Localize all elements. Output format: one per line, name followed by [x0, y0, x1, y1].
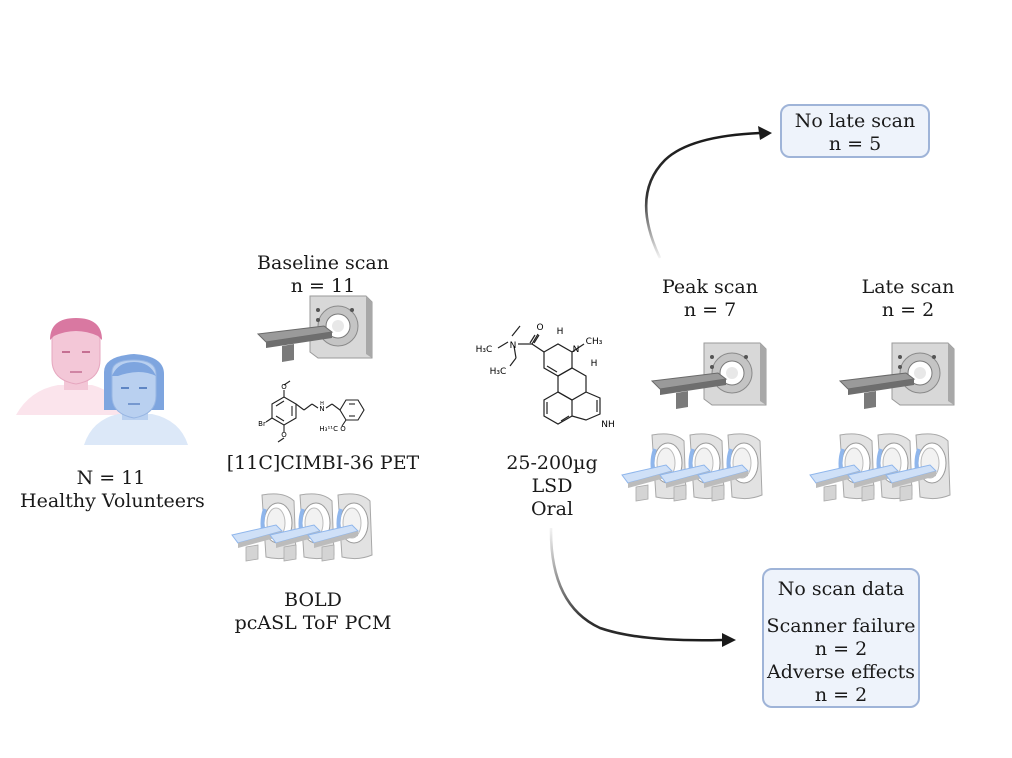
female-volunteer-icon [84, 354, 188, 445]
baseline-scan-heading: Baseline scan n = 11 [233, 252, 413, 298]
scanner-failure-label: Scanner failure [766, 615, 916, 637]
baseline-mri-line-2: pcASL ToF PCM [234, 612, 392, 634]
lsd-structure-icon: H₃C H₃C N O H N CH₃ H NH [476, 323, 615, 430]
tracer-o-top: O [281, 383, 287, 391]
baseline-mri-line-1: BOLD [284, 589, 342, 611]
lsd-h3c-bottom: H₃C [490, 367, 507, 377]
lsd-n-ring: N [573, 345, 580, 355]
drug-name: LSD [531, 475, 573, 497]
peak-mri-scanners-icon [622, 434, 762, 501]
cimbi-36-structure-icon: O O Br H N H₃¹¹C O [258, 380, 365, 443]
volunteers-description: Healthy Volunteers [20, 490, 205, 512]
male-volunteer-icon [16, 318, 124, 415]
tracer-br: Br [258, 420, 266, 428]
lsd-h3c-top: H₃C [476, 345, 493, 355]
arrow-to-no-late-scan [644, 126, 772, 259]
baseline-scan-n: n = 11 [290, 275, 356, 297]
late-pet-scanner-icon [839, 342, 955, 410]
tracer-o-bottom: O [281, 431, 287, 439]
no-late-scan-n: n = 5 [828, 133, 882, 155]
no-late-scan-title: No late scan [794, 110, 916, 132]
lsd-ch3: CH₃ [586, 337, 603, 347]
late-mri-scanners-icon [810, 434, 950, 501]
peak-scan-heading: Peak scan n = 7 [640, 276, 780, 322]
lsd-nh: NH [601, 420, 615, 430]
lsd-o: O [536, 323, 543, 333]
peak-pet-scanner-icon [651, 342, 767, 410]
late-scan-title: Late scan [861, 276, 955, 298]
peak-scan-n: n = 7 [683, 299, 737, 321]
baseline-pet-scanner-icon [257, 295, 373, 363]
tracer-c11: H₃¹¹C [319, 425, 338, 433]
tracer-nh-h: H [320, 401, 324, 407]
lsd-n-amide: N [510, 341, 517, 351]
drug-label: 25-200µg LSD Oral [492, 452, 612, 521]
lsd-h-mid: H [591, 359, 598, 369]
late-scan-heading: Late scan n = 2 [838, 276, 978, 322]
drug-dose: 25-200µg [506, 452, 598, 474]
tracer-n: N [319, 405, 324, 413]
baseline-mri-label: BOLD pcASL ToF PCM [213, 589, 413, 635]
baseline-scan-title: Baseline scan [257, 252, 389, 274]
peak-scan-title: Peak scan [661, 276, 758, 298]
adverse-effects-n: n = 2 [814, 684, 868, 706]
baseline-pet-label: [11C]CIMBI-36 PET [226, 452, 420, 474]
scanner-failure-n: n = 2 [814, 638, 868, 660]
adverse-effects-label: Adverse effects [767, 661, 915, 683]
late-scan-n: n = 2 [881, 299, 935, 321]
volunteers-label: N = 11 Healthy Volunteers [20, 467, 205, 513]
no-scan-data-title: No scan data [777, 578, 905, 600]
volunteers-count: N = 11 [76, 467, 146, 489]
arrow-to-no-scan-data [549, 527, 736, 647]
lsd-h-top: H [557, 327, 564, 337]
no-late-scan-box: No late scan n = 5 [780, 104, 930, 158]
baseline-mri-scanners-icon [232, 494, 372, 561]
no-scan-data-box: No scan data Scanner failure n = 2 Adver… [762, 568, 920, 708]
tracer-o-right: O [340, 425, 346, 433]
drug-route: Oral [530, 498, 574, 520]
healthy-volunteers-illustration [16, 318, 188, 445]
